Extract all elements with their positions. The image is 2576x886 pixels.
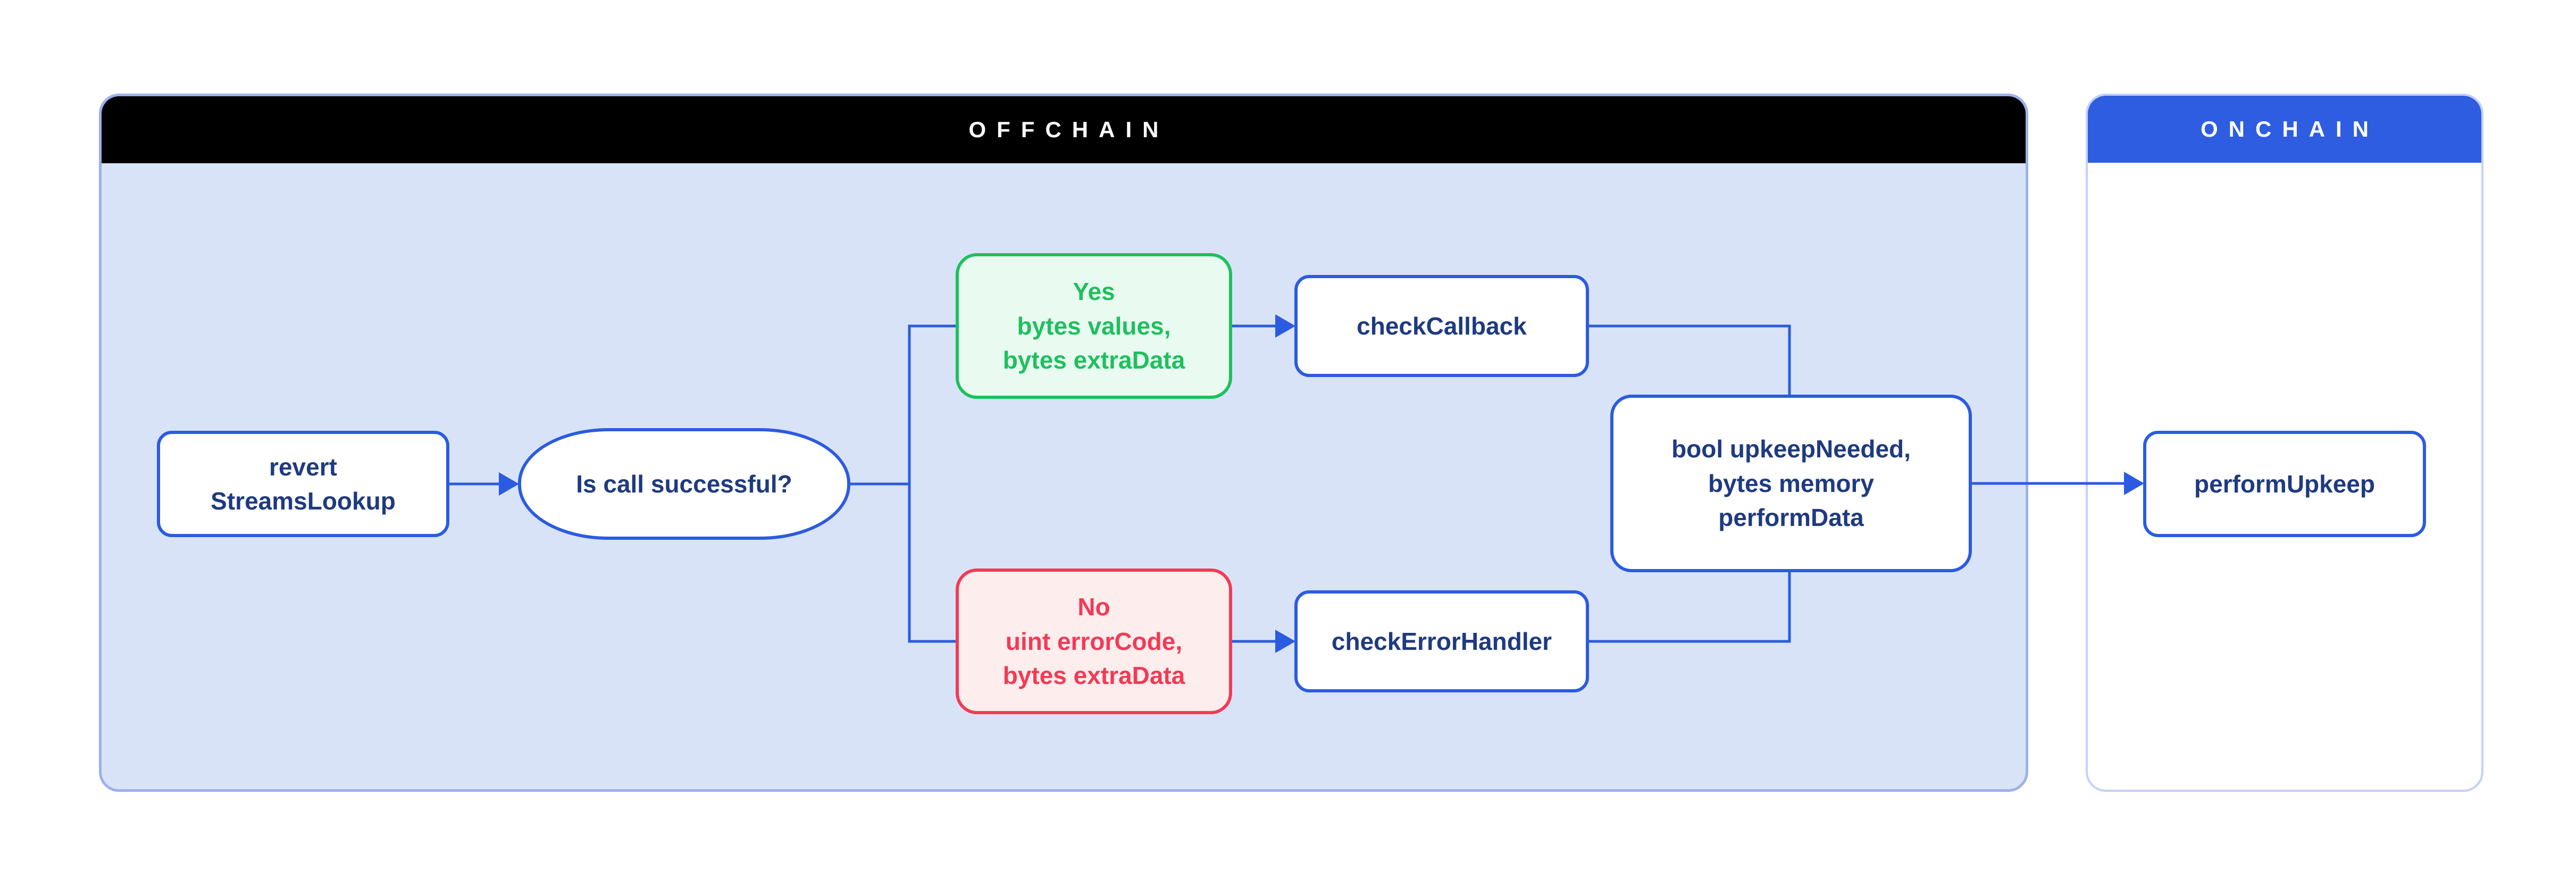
node-upkeep-result-label: bool upkeepNeeded, bytes memory performD… — [1671, 435, 1911, 532]
node-upkeep-result: bool upkeepNeeded, bytes memory performD… — [1610, 395, 1972, 572]
node-check-errorhandler-label: checkErrorHandler — [1331, 627, 1552, 655]
node-no-label: No uint errorCode, bytes extraData — [1002, 593, 1185, 690]
node-check-callback-label: checkCallback — [1357, 312, 1527, 340]
node-check-errorhandler: checkErrorHandler — [1294, 590, 1589, 692]
node-yes-label: Yes bytes values, bytes extraData — [1002, 278, 1185, 374]
offchain-panel-title: OFFCHAIN — [968, 117, 1169, 142]
node-yes-branch: Yes bytes values, bytes extraData — [956, 253, 1232, 399]
node-decision-label: Is call successful? — [576, 470, 792, 498]
node-no-branch: No uint errorCode, bytes extraData — [956, 569, 1232, 714]
node-check-callback: checkCallback — [1294, 275, 1589, 377]
node-revert-streamslookup: revert StreamsLookup — [157, 431, 449, 537]
onchain-panel-header: ONCHAIN — [2088, 96, 2481, 163]
node-revert-label: revert StreamsLookup — [211, 453, 396, 515]
node-perform-upkeep-label: performUpkeep — [2194, 470, 2375, 498]
offchain-panel-header: OFFCHAIN — [102, 96, 2026, 163]
node-is-call-successful: Is call successful? — [518, 428, 850, 540]
onchain-panel-title: ONCHAIN — [2201, 116, 2379, 141]
node-perform-upkeep: performUpkeep — [2143, 431, 2426, 537]
